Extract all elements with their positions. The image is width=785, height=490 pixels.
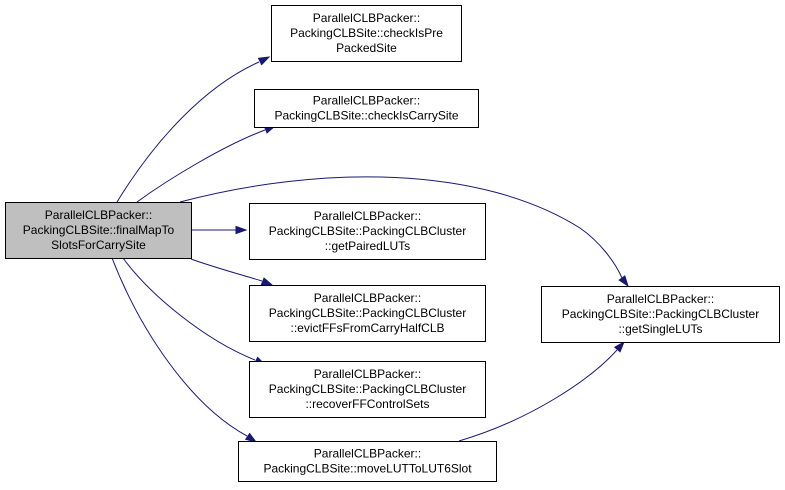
node-checkIsCarrySite[interactable]: ParallelCLBPacker::PackingCLBSite::check… xyxy=(254,89,479,128)
node-label-line: ParallelCLBPacker:: xyxy=(314,209,421,223)
node-label-line: ::getPairedLUTs xyxy=(325,239,410,253)
edge-finalMapToSlotsForCarrySite-to-getPairedLUTs xyxy=(191,225,248,235)
edge-finalMapToSlotsForCarrySite-to-evictFFsFromCarryHalfCLB xyxy=(190,258,274,286)
node-label-line: PackingCLBSite::finalMapTo xyxy=(23,223,175,237)
node-label-line: PackingCLBSite::moveLUTToLUT6Slot xyxy=(263,462,472,476)
node-label-line: ParallelCLBPacker:: xyxy=(313,11,420,25)
node-box[interactable] xyxy=(271,5,462,62)
node-label-line: PackingCLBSite::PackingCLBCluster xyxy=(269,382,466,396)
edge-finalMapToSlotsForCarrySite-to-checkIsPrePackedSite xyxy=(116,56,271,203)
node-label-line: ParallelCLBPacker:: xyxy=(314,367,421,381)
edge-line xyxy=(458,349,618,442)
node-label-line: PackingCLBSite::PackingCLBCluster xyxy=(269,306,466,320)
edge-moveLUTToLUT6Slot-to-getSingleLUTs xyxy=(458,340,625,442)
node-moveLUTToLUT6Slot[interactable]: ParallelCLBPacker::PackingCLBSite::moveL… xyxy=(238,441,497,482)
node-box[interactable] xyxy=(238,441,497,482)
arrow-head-icon xyxy=(244,432,258,443)
arrow-head-icon xyxy=(257,56,271,66)
edge-line xyxy=(190,258,263,282)
node-label-line: PackingCLBSite::checkIsPre xyxy=(290,26,443,40)
node-label-line: ::recoverFFControlSets xyxy=(305,397,429,411)
arrow-head-icon xyxy=(260,277,274,286)
node-box[interactable] xyxy=(249,361,486,418)
edge-finalMapToSlotsForCarrySite-to-checkIsCarrySite xyxy=(136,125,277,203)
edge-line xyxy=(179,176,623,279)
nodes-layer: ParallelCLBPacker::PackingCLBSite::final… xyxy=(5,5,780,482)
node-getSingleLUTs[interactable]: ParallelCLBPacker::PackingCLBSite::Packi… xyxy=(541,286,780,343)
node-getPairedLUTs[interactable]: ParallelCLBPacker::PackingCLBSite::Packi… xyxy=(249,203,486,260)
node-box[interactable] xyxy=(249,285,486,342)
node-label-line: ParallelCLBPacker:: xyxy=(45,208,152,222)
node-evictFFsFromCarryHalfCLB[interactable]: ParallelCLBPacker::PackingCLBSite::Packi… xyxy=(249,285,486,342)
edge-line xyxy=(136,129,266,203)
node-label-line: ::evictFFsFromCarryHalfCLB xyxy=(290,321,444,335)
node-label-line: PackingCLBSite::checkIsCarrySite xyxy=(274,109,458,123)
node-label-line: ParallelCLBPacker:: xyxy=(314,447,421,461)
root-node-box[interactable] xyxy=(5,202,192,259)
node-label-line: ParallelCLBPacker:: xyxy=(607,292,714,306)
node-box[interactable] xyxy=(249,203,486,260)
node-finalMapToSlotsForCarrySite[interactable]: ParallelCLBPacker::PackingCLBSite::final… xyxy=(5,202,192,259)
node-label-line: PackingCLBSite::PackingCLBCluster xyxy=(269,224,466,238)
node-checkIsPrePackedSite[interactable]: ParallelCLBPacker::PackingCLBSite::check… xyxy=(271,5,462,62)
arrow-head-icon xyxy=(613,340,625,353)
edge-finalMapToSlotsForCarrySite-to-getSingleLUTs xyxy=(179,176,629,288)
node-label-line: PackingCLBSite::PackingCLBCluster xyxy=(562,307,759,321)
node-box[interactable] xyxy=(541,286,780,343)
edge-finalMapToSlotsForCarrySite-to-recoverFFControlSets xyxy=(122,257,267,366)
edge-line xyxy=(111,257,248,437)
node-recoverFFControlSets[interactable]: ParallelCLBPacker::PackingCLBSite::Packi… xyxy=(249,361,486,418)
node-label-line: SlotsForCarrySite xyxy=(51,238,146,252)
arrow-head-icon xyxy=(235,225,248,235)
node-box[interactable] xyxy=(254,89,479,128)
node-label-line: ParallelCLBPacker:: xyxy=(313,94,420,108)
edge-line xyxy=(122,257,256,361)
edge-finalMapToSlotsForCarrySite-to-moveLUTToLUT6Slot xyxy=(111,257,258,443)
edge-line xyxy=(116,61,260,203)
arrow-head-icon xyxy=(618,275,629,288)
node-label-line: PackedSite xyxy=(336,41,397,55)
node-label-line: ParallelCLBPacker:: xyxy=(314,291,421,305)
node-label-line: ::getSingleLUTs xyxy=(618,322,702,336)
